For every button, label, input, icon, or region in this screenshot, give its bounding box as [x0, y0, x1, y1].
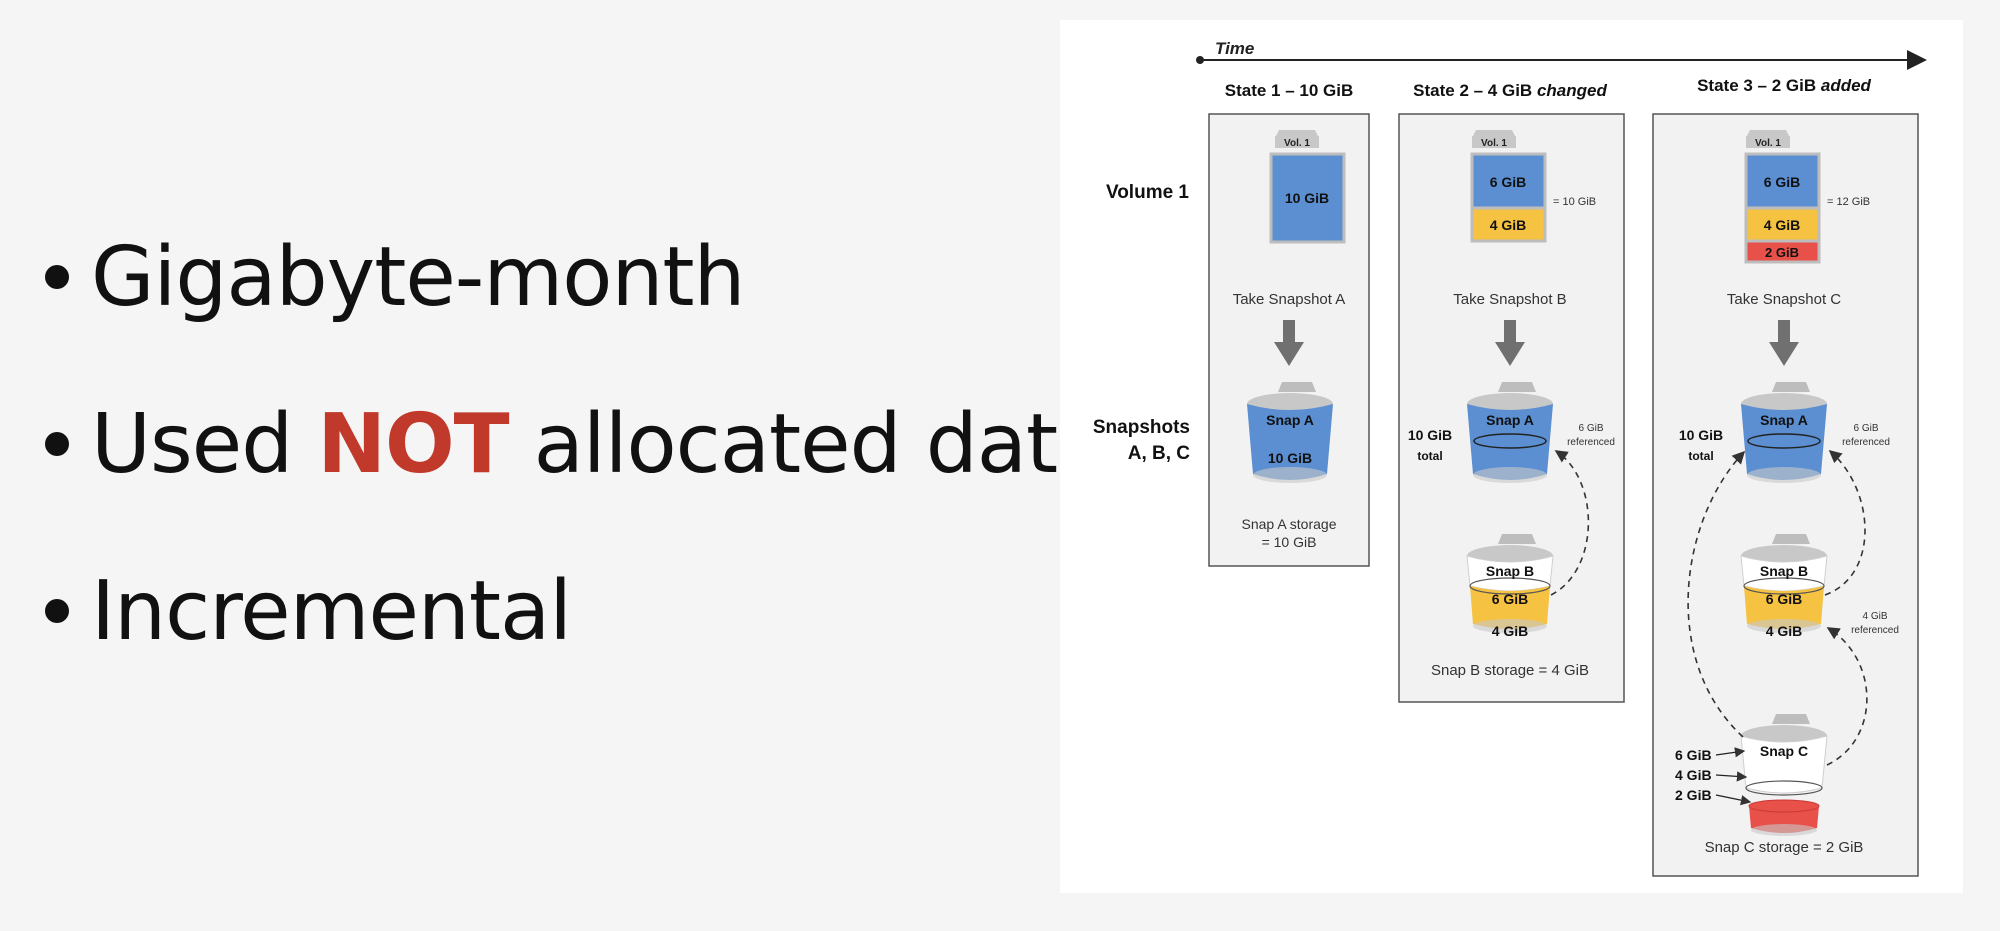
svg-text:Snap B: Snap B	[1760, 563, 1808, 579]
svg-text:total: total	[1417, 449, 1442, 463]
snap-a-bucket: Snap A 10 GiB	[1247, 382, 1333, 483]
svg-text:Vol. 1: Vol. 1	[1481, 138, 1507, 149]
volume-block-2gib-added	[1744, 239, 1821, 264]
snap-a-storage-line-2: = 10 GiB	[1262, 534, 1317, 550]
svg-text:Snap C: Snap C	[1760, 743, 1808, 759]
snap-a-bucket: Snap A	[1467, 382, 1553, 483]
volume-block-6gib	[1744, 152, 1821, 210]
bucket-body	[1247, 404, 1333, 480]
reference-arrow	[1550, 450, 1590, 596]
state-1-volume: Vol. 1 10 GiB	[1269, 130, 1346, 244]
svg-text:6 GiB: 6 GiB	[1578, 423, 1603, 434]
take-snapshot-c-label: Take Snapshot C	[1727, 291, 1841, 308]
bucket-handle	[1278, 382, 1316, 392]
bullet-item-gigabyte-month: Gigabyte-month	[45, 230, 746, 325]
svg-text:referenced: referenced	[1567, 437, 1615, 448]
state-3-group: State 3 – 2 GiB added Vol. 1 6 GiB 4 GiB…	[1652, 76, 1919, 877]
snap-a-bucket: Snap A	[1741, 382, 1827, 483]
svg-text:= 10 GiB: = 10 GiB	[1553, 196, 1596, 208]
svg-text:6 GiB: 6 GiB	[1764, 174, 1801, 190]
svg-text:10 GiB: 10 GiB	[1268, 450, 1312, 466]
svg-text:10 GiB: 10 GiB	[1408, 427, 1452, 443]
svg-text:10 GiB: 10 GiB	[1285, 190, 1329, 206]
bullet-icon	[45, 264, 69, 289]
timeline-start-dot	[1196, 56, 1204, 64]
reference-arrow-b-to-a	[1824, 449, 1866, 596]
snap-b-bucket: Snap B 6 GiB 4 GiB	[1466, 534, 1554, 639]
snap-a-storage-line-1: Snap A storage	[1242, 516, 1337, 532]
state-2-group: State 2 – 4 GiB changed Vol. 1 6 GiB 4 G…	[1398, 81, 1625, 703]
time-label: Time	[1215, 39, 1254, 58]
emphasis-not: NOT	[317, 397, 509, 492]
snap-b-storage-label: Snap B storage = 4 GiB	[1431, 662, 1589, 679]
bullet-icon	[45, 431, 69, 456]
svg-text:4 GiB: 4 GiB	[1862, 611, 1887, 622]
label-pointer	[1715, 771, 1748, 782]
svg-text:referenced: referenced	[1851, 625, 1899, 636]
down-arrow-icon	[1769, 320, 1799, 366]
svg-text:6 GiB: 6 GiB	[1490, 174, 1527, 190]
svg-text:6 GiB: 6 GiB	[1492, 591, 1529, 607]
svg-text:referenced: referenced	[1842, 437, 1890, 448]
row-label-volume: Volume 1	[1106, 182, 1189, 203]
svg-text:4 GiB: 4 GiB	[1492, 623, 1529, 639]
svg-text:total: total	[1688, 449, 1713, 463]
state-1-group: State 1 – 10 GiB Vol. 1 10 GiB Take Snap…	[1208, 81, 1370, 567]
svg-text:Snap A: Snap A	[1266, 412, 1314, 428]
volume-block-6gib	[1470, 152, 1547, 210]
snap-c-storage-label: Snap C storage = 2 GiB	[1705, 839, 1864, 856]
svg-text:6 GiB: 6 GiB	[1675, 747, 1712, 763]
svg-text:2 GiB: 2 GiB	[1675, 787, 1712, 803]
snapshot-diagram-panel: Time Volume 1 Snapshots A, B, C State 1 …	[1060, 20, 1963, 893]
snap-c-bucket: Snap C	[1740, 714, 1828, 836]
label-pointer	[1715, 794, 1752, 806]
snap-b-bucket: Snap B 6 GiB 4 GiB	[1740, 534, 1828, 639]
state-2-title: State 2 – 4 GiB changed	[1413, 81, 1607, 100]
row-label-snapshots: Snapshots	[1093, 417, 1190, 438]
row-label-snapshots-abc: A, B, C	[1128, 443, 1191, 464]
svg-text:4 GiB: 4 GiB	[1766, 623, 1803, 639]
volume-block-10gib	[1269, 152, 1346, 244]
state-3-title: State 3 – 2 GiB added	[1697, 76, 1871, 95]
svg-text:4 GiB: 4 GiB	[1490, 217, 1527, 233]
svg-text:Snap A: Snap A	[1760, 412, 1808, 428]
reference-arrow-c-to-b	[1826, 627, 1868, 766]
state-3-volume: Vol. 1 6 GiB 4 GiB 2 GiB = 12 GiB	[1744, 130, 1870, 264]
volume-label: Vol. 1	[1284, 138, 1310, 149]
volume-block-4gib-changed	[1470, 206, 1547, 243]
down-arrow-icon	[1274, 320, 1304, 366]
svg-text:6 GiB: 6 GiB	[1853, 423, 1878, 434]
snapshot-diagram: Time Volume 1 Snapshots A, B, C State 1 …	[1093, 39, 1927, 877]
svg-text:4 GiB: 4 GiB	[1675, 767, 1712, 783]
down-arrow-icon	[1495, 320, 1525, 366]
reference-arrow-c-to-a	[1687, 450, 1746, 738]
state-2-volume: Vol. 1 6 GiB 4 GiB = 10 GiB	[1470, 130, 1596, 243]
bullet-item-incremental: Incremental	[45, 564, 572, 659]
svg-text:4 GiB: 4 GiB	[1764, 217, 1801, 233]
svg-text:= 12 GiB: = 12 GiB	[1827, 196, 1870, 208]
state-1-title: State 1 – 10 GiB	[1225, 81, 1354, 100]
take-snapshot-a-label: Take Snapshot A	[1233, 291, 1346, 308]
bullet-item-used-not-allocated: Used NOT allocated data	[45, 397, 1107, 492]
take-snapshot-b-label: Take Snapshot B	[1453, 291, 1566, 308]
svg-text:2 GiB: 2 GiB	[1765, 245, 1799, 260]
svg-text:Vol. 1: Vol. 1	[1755, 138, 1781, 149]
svg-text:Snap A: Snap A	[1486, 412, 1534, 428]
svg-text:Snap B: Snap B	[1486, 563, 1534, 579]
label-pointer	[1715, 747, 1746, 758]
svg-text:6 GiB: 6 GiB	[1766, 591, 1803, 607]
bullet-icon	[45, 598, 69, 623]
svg-text:10 GiB: 10 GiB	[1679, 427, 1723, 443]
